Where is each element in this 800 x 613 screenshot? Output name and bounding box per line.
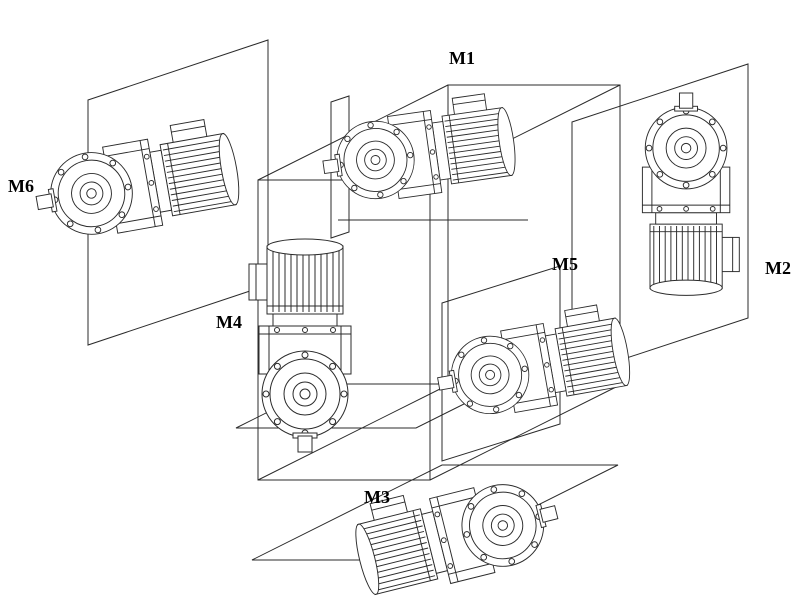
label-m2: M2 xyxy=(765,258,791,278)
label-m6: M6 xyxy=(8,176,34,196)
label-m5: M5 xyxy=(552,254,578,274)
mounting-plane-m1 xyxy=(330,95,350,239)
label-m3: M3 xyxy=(364,487,390,507)
gearmotor-m3 xyxy=(346,460,568,604)
gearmotor-m2 xyxy=(641,92,740,296)
gearmotor-m4 xyxy=(248,238,352,453)
gearmotor-m6 xyxy=(27,115,245,247)
mounting-plane-m5 xyxy=(441,265,561,462)
mounting-plane-m2 xyxy=(571,63,749,377)
label-m1: M1 xyxy=(449,48,475,68)
label-m4: M4 xyxy=(216,312,242,332)
gearmotor-m1 xyxy=(316,90,520,209)
